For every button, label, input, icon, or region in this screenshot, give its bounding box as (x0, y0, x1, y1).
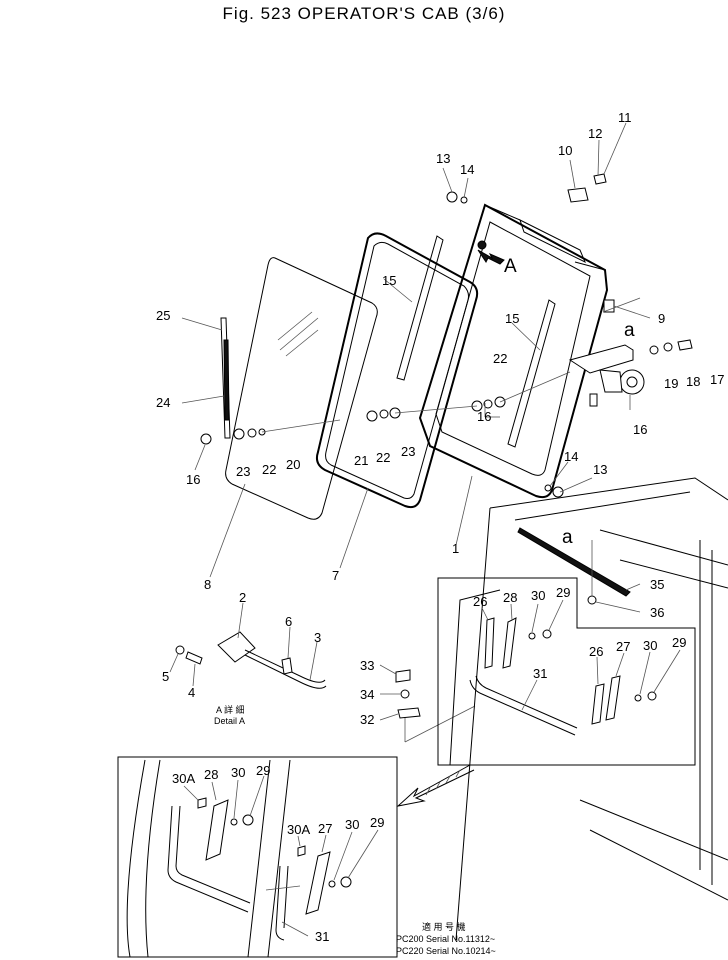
label-26-b: 26 (589, 644, 603, 659)
cap-14-bottom (544, 484, 552, 492)
label-23-left: 23 (236, 464, 250, 479)
detail-a-caption: A 詳 細 Detail A (214, 704, 245, 726)
label-22-right: 22 (493, 351, 507, 366)
glass-pane (225, 257, 378, 520)
detail-a-caption-jp: A 詳 細 (216, 704, 245, 715)
label-24: 24 (156, 395, 170, 410)
label-9: 9 (658, 311, 665, 326)
washer-19 (649, 345, 659, 355)
label-32: 32 (360, 712, 374, 727)
label-17: 17 (710, 372, 724, 387)
cap-13-top (446, 191, 458, 203)
detail-box-right (437, 577, 696, 766)
label-31-b: 31 (315, 929, 329, 944)
leader-lines (181, 122, 651, 578)
serial-line-1: PC200 Serial No.11312~ (396, 934, 495, 944)
label-7: 7 (332, 568, 339, 583)
label-30-b: 30 (643, 638, 657, 653)
label-29-b: 29 (672, 635, 686, 650)
bolt-17 (677, 339, 693, 351)
label-18: 18 (686, 374, 700, 389)
label-29-d: 29 (370, 815, 384, 830)
serial-note: 適 用 号 機 PC200 Serial No.11312~ PC220 Ser… (396, 921, 496, 956)
bracket-parts (379, 664, 476, 743)
label-29-c: 29 (256, 763, 270, 778)
label-10: 10 (558, 143, 572, 158)
label-30-d: 30 (345, 817, 359, 832)
part-labels: 1 2 3 4 5 6 7 8 9 10 11 12 13 14 13 14 1… (156, 110, 724, 944)
label-22-left: 22 (262, 462, 276, 477)
direction-arrow (396, 764, 475, 807)
weatherstrip (315, 232, 479, 509)
washer-18 (663, 342, 673, 352)
bolt-11 (593, 173, 607, 185)
cab-frame (418, 203, 609, 499)
label-19: 19 (664, 376, 678, 391)
label-8: 8 (204, 577, 211, 592)
label-11: 11 (618, 110, 632, 125)
glass-rod (220, 317, 231, 439)
label-5: 5 (162, 669, 169, 684)
detail-a-caption-en: Detail A (214, 716, 245, 726)
label-28-a: 28 (503, 590, 517, 605)
label-21: 21 (354, 453, 368, 468)
label-15-right: 15 (505, 311, 519, 326)
label-a-lower: a (562, 527, 573, 548)
block-9 (603, 299, 615, 313)
label-31-a: 31 (533, 666, 547, 681)
detail-a-parts (169, 602, 327, 689)
label-27-a: 27 (616, 639, 630, 654)
view-arrow-a (477, 240, 505, 265)
seal-strip-left (396, 235, 444, 381)
label-4: 4 (188, 685, 195, 700)
label-34: 34 (360, 687, 374, 702)
figure-title: Fig. 523 OPERATOR'S CAB (3/6) (222, 4, 506, 23)
label-13-top: 13 (436, 151, 450, 166)
label-1: 1 (452, 541, 459, 556)
lock-assembly (568, 344, 645, 407)
label-16-mid: 16 (477, 409, 491, 424)
label-20: 20 (286, 457, 300, 472)
label-12: 12 (588, 126, 602, 141)
label-14-top: 14 (460, 162, 474, 177)
label-a-upper: a (624, 320, 635, 341)
detail-box-left (117, 756, 398, 958)
cab-body-outline (455, 477, 728, 941)
label-25: 25 (156, 308, 170, 323)
label-27-b: 27 (318, 821, 332, 836)
label-29-a: 29 (556, 585, 570, 600)
label-2: 2 (239, 590, 246, 605)
label-33: 33 (360, 658, 374, 673)
label-26-a: 26 (473, 594, 487, 609)
label-23-mid: 23 (401, 444, 415, 459)
label-3: 3 (314, 630, 321, 645)
strip-35 (517, 527, 641, 613)
label-28-b: 28 (204, 767, 218, 782)
seal-strip-right (507, 299, 556, 448)
label-16-right: 16 (633, 422, 647, 437)
label-arrow-a: A (504, 256, 517, 277)
label-15-left: 15 (382, 273, 396, 288)
label-35: 35 (650, 577, 664, 592)
label-6: 6 (285, 614, 292, 629)
washers-group (200, 371, 571, 445)
label-22-mid: 22 (376, 450, 390, 465)
serial-heading: 適 用 号 機 (422, 921, 466, 932)
label-30A-b: 30A (287, 822, 310, 837)
label-36: 36 (650, 605, 664, 620)
serial-line-2: PC220 Serial No.10214~ (396, 946, 496, 956)
label-16-left: 16 (186, 472, 200, 487)
cap-13-bottom (552, 486, 564, 498)
label-30A-a: 30A (172, 771, 195, 786)
label-13-bottom: 13 (593, 462, 607, 477)
label-14-bottom: 14 (564, 449, 578, 464)
label-30-c: 30 (231, 765, 245, 780)
label-30-a: 30 (531, 588, 545, 603)
hinge-plate-10 (567, 187, 589, 203)
